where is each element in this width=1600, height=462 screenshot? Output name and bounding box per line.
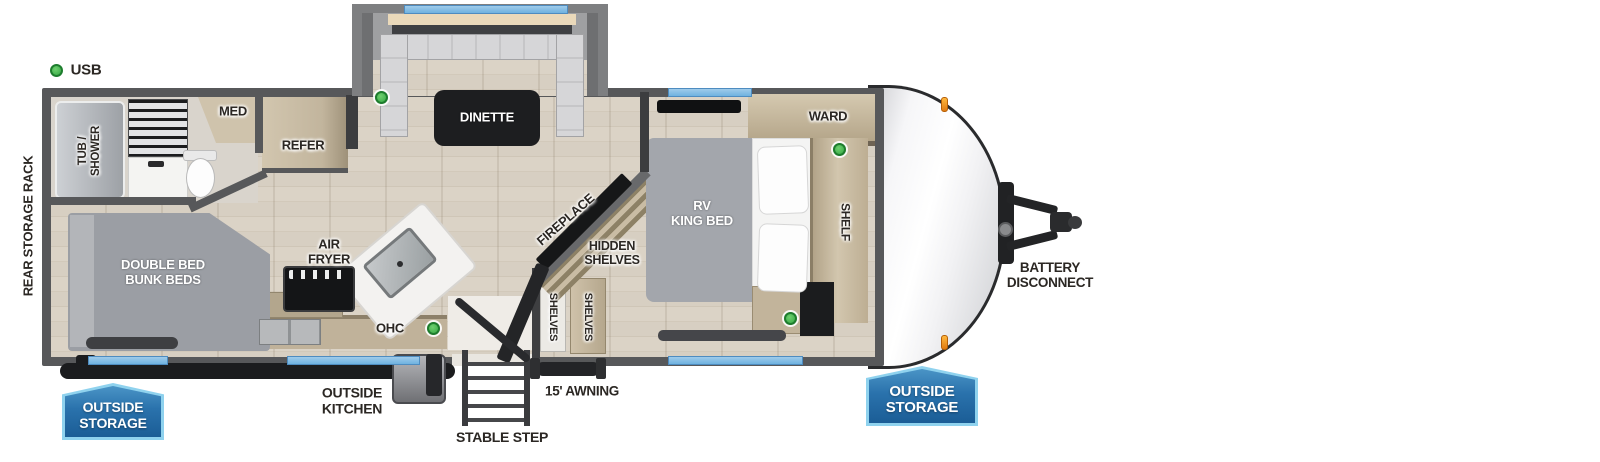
- dinette-valance: [388, 14, 576, 25]
- dinette-side-wall: [362, 13, 373, 96]
- front-cap: [868, 85, 1006, 369]
- dinette-side-wall: [587, 13, 598, 96]
- awning-bracket: [596, 358, 606, 379]
- outside-storage-badge-inner: OUTSIDE STORAGE: [65, 386, 161, 437]
- entry-nook-wall: [532, 268, 540, 358]
- usb-legend-icon: [50, 64, 63, 77]
- kitchen-window: [287, 356, 420, 365]
- step-rail: [462, 350, 468, 426]
- dinette-label: DINETTE: [459, 109, 515, 125]
- toilet-bowl: [186, 158, 215, 198]
- usb-legend-label: USB: [70, 61, 102, 79]
- step-rung: [468, 376, 524, 380]
- usb-indicator-icon: [427, 322, 440, 335]
- tub-shower-label: TUB / SHOWER: [77, 126, 102, 176]
- dinette-bench: [380, 34, 408, 137]
- rear-rack-mount: [76, 355, 96, 366]
- bathroom-refer-wall: [255, 97, 263, 153]
- clearance-light-icon: [941, 97, 948, 112]
- bunk-window: [88, 356, 168, 365]
- ward-label: WARD: [808, 108, 848, 124]
- outside-storage-badge: OUTSIDE STORAGE: [866, 366, 978, 426]
- ohc-label: OHC: [376, 320, 404, 336]
- dinette-window: [404, 5, 568, 14]
- refer-label: REFER: [281, 137, 325, 153]
- bedroom-window-door-side: [668, 356, 803, 365]
- awning-bar: [536, 362, 600, 376]
- step-rail: [524, 350, 530, 426]
- dinette-table: [434, 90, 540, 146]
- kitchen-drawers: [259, 319, 321, 345]
- bed-pillow: [756, 145, 810, 215]
- outside-storage-label: OUTSIDE STORAGE: [885, 382, 959, 416]
- outside-storage-badge: OUTSIDE STORAGE: [62, 383, 164, 440]
- shelves-cabinet: [570, 278, 606, 354]
- bed-pillow: [756, 223, 810, 293]
- step-rung: [468, 418, 524, 422]
- shelves-label: SHELVES: [547, 292, 560, 342]
- dinette-bench: [556, 34, 584, 137]
- outside-kitchen-label: OUTSIDE KITCHEN: [321, 384, 383, 416]
- refrigerator: [262, 97, 348, 173]
- stable-step-label: STABLE STEP: [455, 429, 549, 446]
- outside-kitchen-bracket: [426, 354, 442, 396]
- vanity-sink: [148, 161, 164, 167]
- rear-rack-bar: [60, 363, 455, 379]
- bunk-bed-edge: [70, 215, 94, 347]
- bedroom-tv: [657, 100, 741, 113]
- bunk-bed: [68, 213, 270, 351]
- bedroom-cabinet: [800, 282, 834, 336]
- battery-disconnect-label: BATTERY DISCONNECT: [1006, 259, 1094, 290]
- king-bed-label: RV KING BED: [671, 198, 733, 228]
- bathroom-wall: [51, 197, 196, 205]
- awning-label: 15' AWNING: [545, 383, 619, 399]
- usb-indicator-icon: [833, 143, 846, 156]
- tub-shower: [55, 101, 125, 199]
- king-bed: [646, 138, 758, 302]
- air-fryer-label: AIR FRYER: [307, 236, 351, 266]
- dinette-valance-shade: [392, 25, 572, 34]
- bedroom-window: [668, 88, 752, 97]
- shelf-label: SHELF: [838, 203, 853, 241]
- usb-indicator-icon: [375, 91, 388, 104]
- shelves-label: SHELVES: [582, 292, 595, 342]
- outside-storage-label: OUTSIDE STORAGE: [79, 399, 147, 431]
- vanity-tambour: [128, 99, 188, 157]
- step-rung: [468, 390, 524, 394]
- bedroom-foot-rail: [658, 330, 786, 341]
- bedroom-wall: [640, 92, 649, 172]
- bunk-bed-label: DOUBLE BED BUNK BEDS: [121, 257, 205, 287]
- hitch-ball: [1068, 216, 1082, 229]
- hitch-coupler: [1050, 212, 1072, 232]
- awning-bracket: [530, 358, 540, 379]
- med-cabinet-label: MED: [219, 103, 247, 119]
- sink-drain: [397, 261, 403, 267]
- stove-knobs: [289, 270, 349, 279]
- dinette-back-cushion: [380, 34, 584, 60]
- hidden-shelves-label: HIDDEN SHELVES: [584, 239, 640, 267]
- step-rung: [468, 404, 524, 408]
- bedroom-nightstand: [752, 286, 802, 334]
- rear-storage-rack-label: REAR STORAGE RACK: [20, 155, 36, 297]
- outside-storage-badge-inner: OUTSIDE STORAGE: [869, 369, 975, 423]
- clearance-light-icon: [941, 335, 948, 350]
- hitch-jack-wheel: [998, 222, 1013, 237]
- bunk-rail: [86, 337, 178, 349]
- usb-indicator-icon: [784, 312, 797, 325]
- step-rung: [468, 362, 524, 366]
- refer-dinette-wall: [346, 95, 358, 149]
